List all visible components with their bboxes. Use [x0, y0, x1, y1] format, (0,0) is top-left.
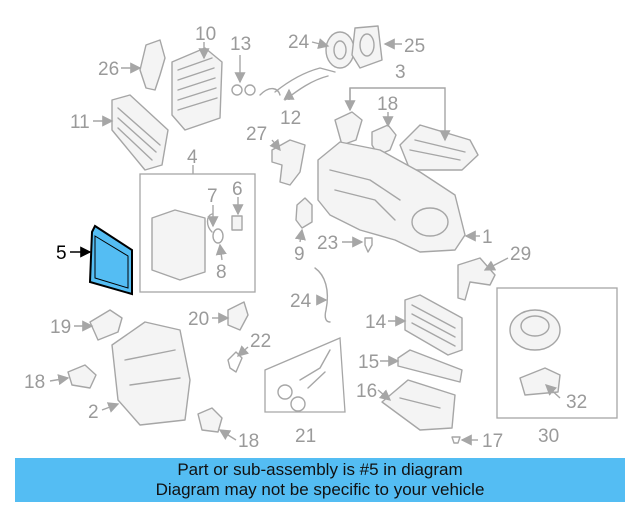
callout-labels: 10 26 13 24 25 3 11 12 18 27 4 7 6 8 5 9…: [24, 24, 587, 452]
part-11-heater-core: [111, 94, 169, 171]
banner-line-1: Part or sub-assembly is #5 in diagram: [177, 460, 463, 479]
part-23-sensor: [227, 351, 243, 373]
callout-32: 32: [566, 392, 587, 413]
part-3-duct: [334, 111, 479, 171]
callout-7: 7: [207, 186, 218, 207]
part-22-kit: [277, 349, 331, 412]
callout-18-lower: 18: [24, 372, 45, 393]
callout-12: 12: [280, 108, 301, 129]
callout-9: 9: [294, 244, 305, 265]
group-box-4: [139, 173, 256, 293]
callout-29: 27: [246, 124, 267, 145]
callout-30: 29: [510, 244, 531, 265]
part-6-sensor: [231, 215, 243, 231]
part-25-hose: [314, 267, 331, 323]
callout-23: 22: [250, 331, 271, 352]
part-16-tray: [381, 379, 456, 431]
part-12-pipe: [274, 67, 336, 101]
part-20-actuator: [89, 309, 123, 341]
info-banner: Part or sub-assembly is #5 in diagram Di…: [15, 458, 625, 502]
callout-21: 20: [188, 309, 209, 330]
part-9-sensor: [295, 197, 313, 229]
part-27-gasket: [351, 25, 383, 69]
part-13-fitting: [231, 84, 281, 96]
part-24-bolt: [364, 237, 373, 253]
callout-16: 16: [356, 381, 377, 402]
part-19-actuator: [197, 407, 223, 433]
callout-19: 18: [238, 431, 259, 452]
banner-line-2: Diagram may not be specific to your vehi…: [155, 480, 485, 499]
group-box-22: [264, 337, 346, 413]
callout-14: 14: [365, 312, 387, 333]
callout-11: 11: [70, 112, 90, 133]
part-5-cabin-air-filter: [88, 224, 133, 296]
part-28-bracket: [139, 39, 166, 91]
callout-6: 6: [232, 179, 243, 200]
part-21-bracket: [227, 301, 249, 331]
part-32-blower-motor: [509, 309, 561, 396]
callout-31: 30: [538, 426, 559, 447]
callout-4: 4: [187, 147, 198, 168]
callout-18-upper: 18: [377, 94, 398, 115]
callout-10: 10: [195, 24, 216, 45]
callout-3: 3: [395, 62, 406, 83]
parts-diagram: 10 26 13 24 25 3 11 12 18 27 4 7 6 8 5 9…: [24, 24, 618, 452]
callout-15: 15: [358, 352, 379, 373]
callout-25: 24: [290, 291, 312, 312]
part-8-seal: [212, 228, 224, 244]
callout-28: 26: [98, 59, 119, 80]
part-15-seal-strip: [397, 349, 463, 383]
leader-lines: [49, 38, 561, 446]
callout-8: 8: [216, 262, 227, 283]
part-2-lower-housing: [111, 321, 191, 426]
part-1-hvac-housing: [317, 141, 466, 253]
callout-1: 1: [482, 227, 493, 248]
callout-5: 5: [56, 243, 67, 264]
callout-2: 2: [88, 402, 99, 423]
part-17-screw: [451, 436, 461, 444]
callout-22: 21: [295, 426, 316, 447]
callout-26: 24: [288, 32, 310, 53]
callout-20: 19: [50, 317, 71, 338]
group-box-31: [496, 287, 618, 419]
callout-17: 17: [482, 431, 503, 452]
part-18-clip-lower: [67, 364, 97, 389]
part-30-bracket: [457, 257, 496, 301]
callout-24: 23: [317, 233, 338, 254]
part-7-clip: [206, 213, 213, 233]
part-4-filter-housing: [151, 209, 206, 281]
part-29-bracket: [271, 139, 306, 186]
part-26-gasket: [325, 31, 355, 69]
callout-27: 25: [404, 36, 425, 57]
part-10-core: [171, 47, 223, 131]
callout-13: 13: [230, 34, 251, 55]
part-14-filter: [404, 294, 463, 356]
